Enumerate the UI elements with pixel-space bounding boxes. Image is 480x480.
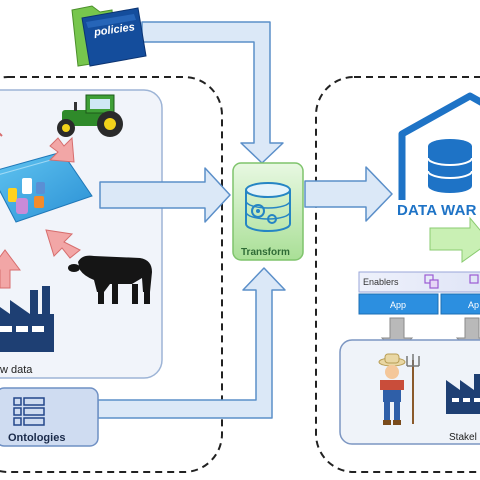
factory-icon — [0, 286, 54, 352]
app-label-2: Ap — [468, 300, 480, 310]
right-dashed-container — [315, 76, 480, 473]
policies-arrow — [141, 21, 284, 164]
raw-to-transform-arrow — [99, 167, 231, 223]
platform-icon — [0, 151, 93, 223]
tractor-icon — [57, 94, 123, 137]
left-dashed-container — [0, 76, 223, 473]
enablers-icon — [424, 274, 439, 289]
stakeholders-panel — [339, 339, 480, 445]
transform-box — [232, 162, 304, 261]
app-label-1: App — [390, 300, 407, 310]
enablers-icon-2 — [469, 274, 479, 284]
raw-data-label: w data — [0, 364, 33, 376]
transform-label: Transform — [241, 247, 290, 258]
red-arrow-factory — [0, 249, 21, 289]
app-bar-1 — [358, 293, 439, 315]
data-warehouse-label: DATA WAR — [397, 202, 477, 219]
warehouse-down-arrow — [429, 216, 480, 263]
enablers-label: Enablers — [363, 277, 399, 287]
cow-icon — [68, 255, 152, 304]
red-arrow-top-left — [0, 132, 3, 137]
ontologies-arrow — [97, 267, 286, 419]
app-bar-2 — [440, 293, 480, 315]
enablers-panel — [358, 271, 480, 315]
ontology-icon — [13, 397, 45, 426]
transform-to-warehouse-arrow — [304, 166, 393, 222]
farmer-icon — [378, 353, 420, 425]
red-arrow-tractor — [48, 136, 75, 163]
stakeholder-factory-icon — [446, 374, 480, 414]
stakeholders-label: Stakel — [449, 432, 477, 443]
ontologies-box — [0, 387, 99, 447]
warehouse-database-icon — [427, 139, 473, 193]
warehouse-house-icon — [398, 92, 480, 200]
red-arrow-cow — [45, 229, 81, 259]
ontologies-label: Ontologies — [8, 432, 66, 444]
transform-database-icon — [245, 182, 291, 232]
folder-icon — [71, 5, 147, 67]
